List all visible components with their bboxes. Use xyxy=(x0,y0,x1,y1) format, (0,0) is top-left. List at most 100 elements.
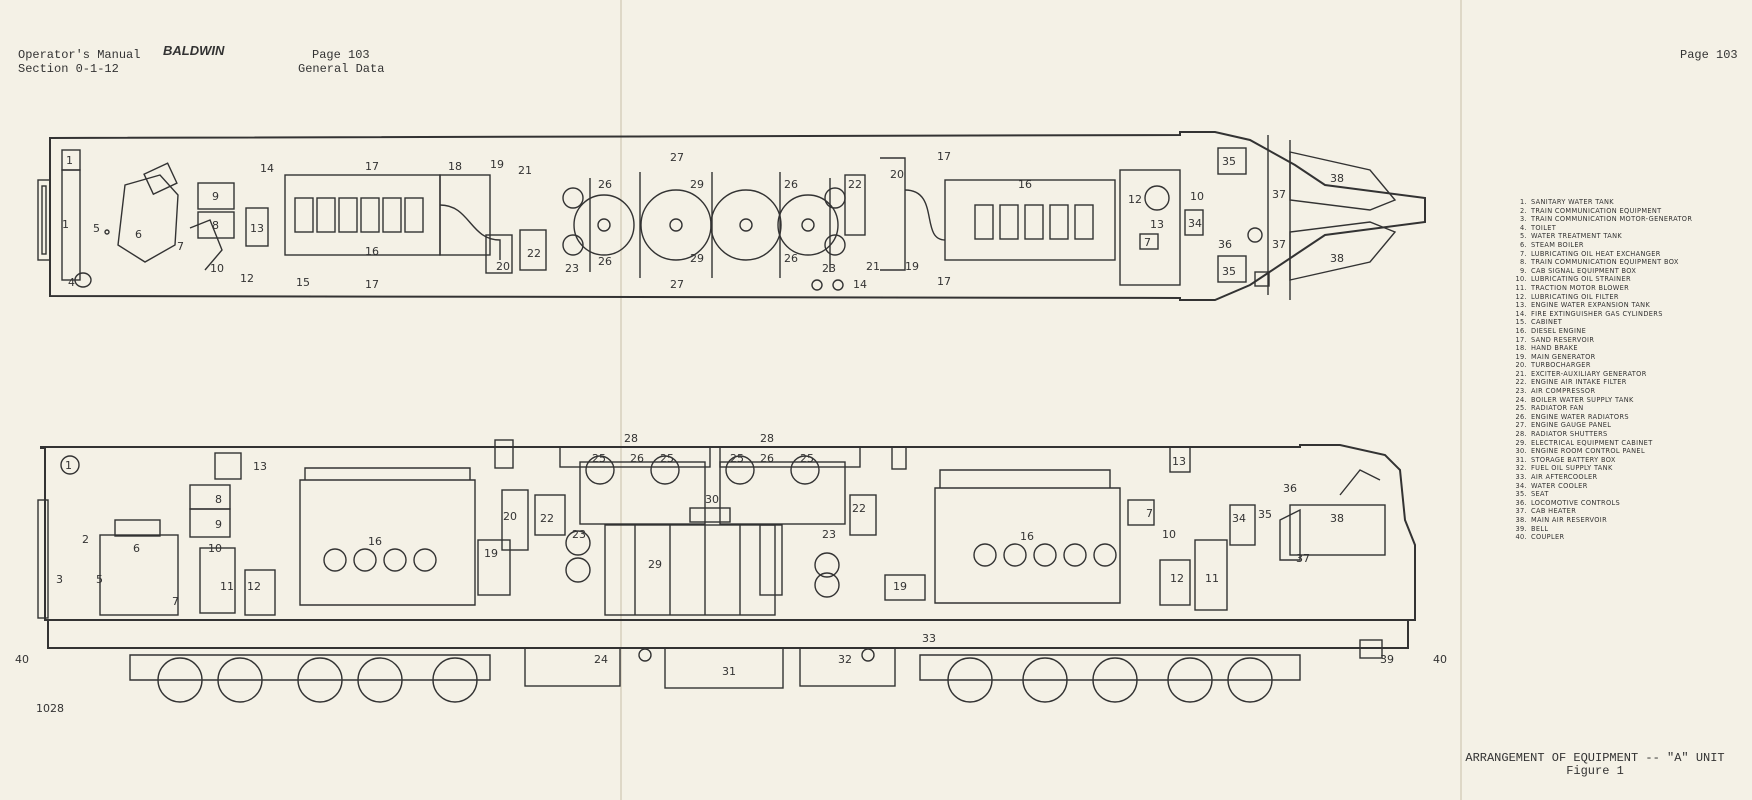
legend-item-label: COUPLER xyxy=(1531,533,1565,542)
legend-item-number: 16. xyxy=(1515,326,1527,335)
legend-item-number: 22. xyxy=(1515,378,1527,387)
legend-item-label: MAIN AIR RESERVOIR xyxy=(1531,515,1608,524)
legend-item: 20.TURBOCHARGER xyxy=(1510,361,1750,370)
legend-item-number: 32. xyxy=(1515,464,1527,473)
elev-label-29: 29 xyxy=(648,558,662,571)
legend-item-number: 27. xyxy=(1515,421,1527,430)
plan-label-4: 4 xyxy=(68,276,75,289)
plan-label-10b: 10 xyxy=(1190,190,1204,203)
elev-engine-1-cylinders xyxy=(323,548,437,572)
plan-label-38: 38 xyxy=(1330,172,1344,185)
legend-item: 6.STEAM BOILER xyxy=(1510,241,1750,250)
elev-label-32: 32 xyxy=(838,653,852,666)
legend-item-label: TRAIN COMMUNICATION EQUIPMENT BOX xyxy=(1531,258,1679,267)
plan-label-20: 20 xyxy=(496,260,510,273)
legend-item-number: 11. xyxy=(1515,283,1527,292)
legend-item-label: SANITARY WATER TANK xyxy=(1531,198,1614,206)
legend-item-number: 21. xyxy=(1515,369,1527,378)
fold-line-2 xyxy=(1460,0,1462,800)
legend-item: 11. TRACTION MOTOR BLOWER xyxy=(1510,284,1750,293)
legend-item-number: 40. xyxy=(1515,533,1527,542)
legend-item: 24.BOILER WATER SUPPLY TANK xyxy=(1510,396,1750,405)
legend-item: 1.SANITARY WATER TANK xyxy=(1510,198,1750,207)
elev-label-40b: 40 xyxy=(1433,653,1447,666)
legend-item: 40. COUPLER xyxy=(1510,533,1750,542)
plan-label-16b: 16 xyxy=(1018,178,1032,191)
caption-title: ARRANGEMENT OF EQUIPMENT -- "A" UNIT xyxy=(1465,751,1725,765)
caption-figure-number: Figure 1 xyxy=(1566,764,1624,778)
plan-label-22b: 22 xyxy=(848,178,862,191)
legend-item-number: 35. xyxy=(1515,490,1527,499)
plan-label-27: 27 xyxy=(670,151,684,164)
legend-item: 30. ENGINE ROOM CONTROL PANEL xyxy=(1510,447,1750,456)
legend-item-label: SAND RESERVOIR xyxy=(1531,335,1595,344)
legend-item: 14.FIRE EXTINGUISHER GAS CYLINDERS xyxy=(1510,310,1750,319)
elev-label-36: 36 xyxy=(1283,482,1297,495)
elev-label-28: 28 xyxy=(624,432,638,445)
elev-label-26b: 26 xyxy=(760,452,774,465)
elev-label-23: 23 xyxy=(572,528,586,541)
plan-label-27b: 27 xyxy=(670,278,684,291)
elev-label-10: 10 xyxy=(208,542,222,555)
elev-label-13b: 13 xyxy=(1172,455,1186,468)
elev-label-25c: 25 xyxy=(730,452,744,465)
legend-item: 4.TOILET xyxy=(1510,224,1750,233)
legend-item-number: 13. xyxy=(1515,301,1527,310)
plan-label-13: 13 xyxy=(250,222,264,235)
plan-label-6: 6 xyxy=(135,228,142,241)
elev-label-16b: 16 xyxy=(1020,530,1034,543)
legend-item-label: CAB SIGNAL EQUIPMENT BOX xyxy=(1531,266,1637,275)
legend-item-number: 12. xyxy=(1515,292,1527,301)
legend-item: 26.ENGINE WATER RADIATORS xyxy=(1510,413,1750,422)
page-number-right: Page 103 xyxy=(1680,48,1738,62)
legend-item-number: 7. xyxy=(1520,249,1527,258)
plan-label-12b: 12 xyxy=(1128,193,1142,206)
legend-item-number: 8. xyxy=(1520,258,1527,267)
legend-item-number: 2. xyxy=(1520,206,1527,215)
legend-item-label: ELECTRICAL EQUIPMENT CABINET xyxy=(1531,438,1653,447)
legend-item: 29. ELECTRICAL EQUIPMENT CABINET xyxy=(1510,439,1750,448)
legend-item: 15.CABINET xyxy=(1510,318,1750,327)
plan-label-21: 21 xyxy=(518,164,532,177)
legend-item-label: TOILET xyxy=(1531,223,1557,232)
plan-label-21b: 21 xyxy=(866,260,880,273)
legend-item-label: BOILER WATER SUPPLY TANK xyxy=(1531,395,1634,404)
manual-title: Operator's Manual Section 0-1-12 xyxy=(18,48,141,76)
elev-label-16: 16 xyxy=(368,535,382,548)
elev-label-28b: 28 xyxy=(760,432,774,445)
elev-label-12: 12 xyxy=(247,580,261,593)
elev-label-35: 35 xyxy=(1258,508,1272,521)
legend-item-label: AIR AFTERCOOLER xyxy=(1531,473,1598,481)
elev-label-7b: 7 xyxy=(1146,507,1153,520)
legend-item-label: LUBRICATING OIL FILTER xyxy=(1531,292,1619,301)
legend-item-label: FIRE EXTINGUISHER GAS CYLINDERS xyxy=(1531,309,1663,318)
plan-label-23: 23 xyxy=(565,262,579,275)
plan-label-38b: 38 xyxy=(1330,252,1344,265)
legend-item: 28.RADIATOR SHUTTERS xyxy=(1510,430,1750,439)
elev-label-25b: 25 xyxy=(660,452,674,465)
plan-label-26: 26 xyxy=(598,178,612,191)
legend-item-number: 5. xyxy=(1520,232,1527,241)
plan-label-19b: 19 xyxy=(905,260,919,273)
legend-item-label: TRACTION MOTOR BLOWER xyxy=(1531,283,1630,292)
legend-item: 31.STORAGE BATTERY BOX xyxy=(1510,456,1750,465)
elev-label-3: 3 xyxy=(56,573,63,586)
legend-item-number: 30. xyxy=(1515,447,1527,456)
legend-item-number: 15. xyxy=(1515,318,1527,327)
plan-label-36: 36 xyxy=(1218,238,1232,251)
figure-caption: ARRANGEMENT OF EQUIPMENT -- "A" UNIT Fig… xyxy=(1460,752,1730,778)
legend-item-label: FUEL OIL SUPPLY TANK xyxy=(1531,464,1613,473)
legend-item-number: 29. xyxy=(1515,438,1527,447)
legend-item-number: 18. xyxy=(1515,344,1527,353)
legend-item-label: AIR COMPRESSOR xyxy=(1531,387,1596,396)
plan-label-7b: 7 xyxy=(1144,236,1151,249)
legend-item: 9.CAB SIGNAL EQUIPMENT BOX xyxy=(1510,267,1750,276)
elev-engine-2-cylinders xyxy=(973,543,1117,567)
elev-label-23b: 23 xyxy=(822,528,836,541)
legend-item: 13.ENGINE WATER EXPANSION TANK xyxy=(1510,301,1750,310)
legend-item: 37.CAB HEATER xyxy=(1510,507,1750,516)
legend-item-label: ENGINE ROOM CONTROL PANEL xyxy=(1531,447,1645,456)
legend-item: 39.BELL xyxy=(1510,525,1750,534)
legend-item: 21.EXCITER-AUXILIARY GENERATOR xyxy=(1510,370,1750,379)
